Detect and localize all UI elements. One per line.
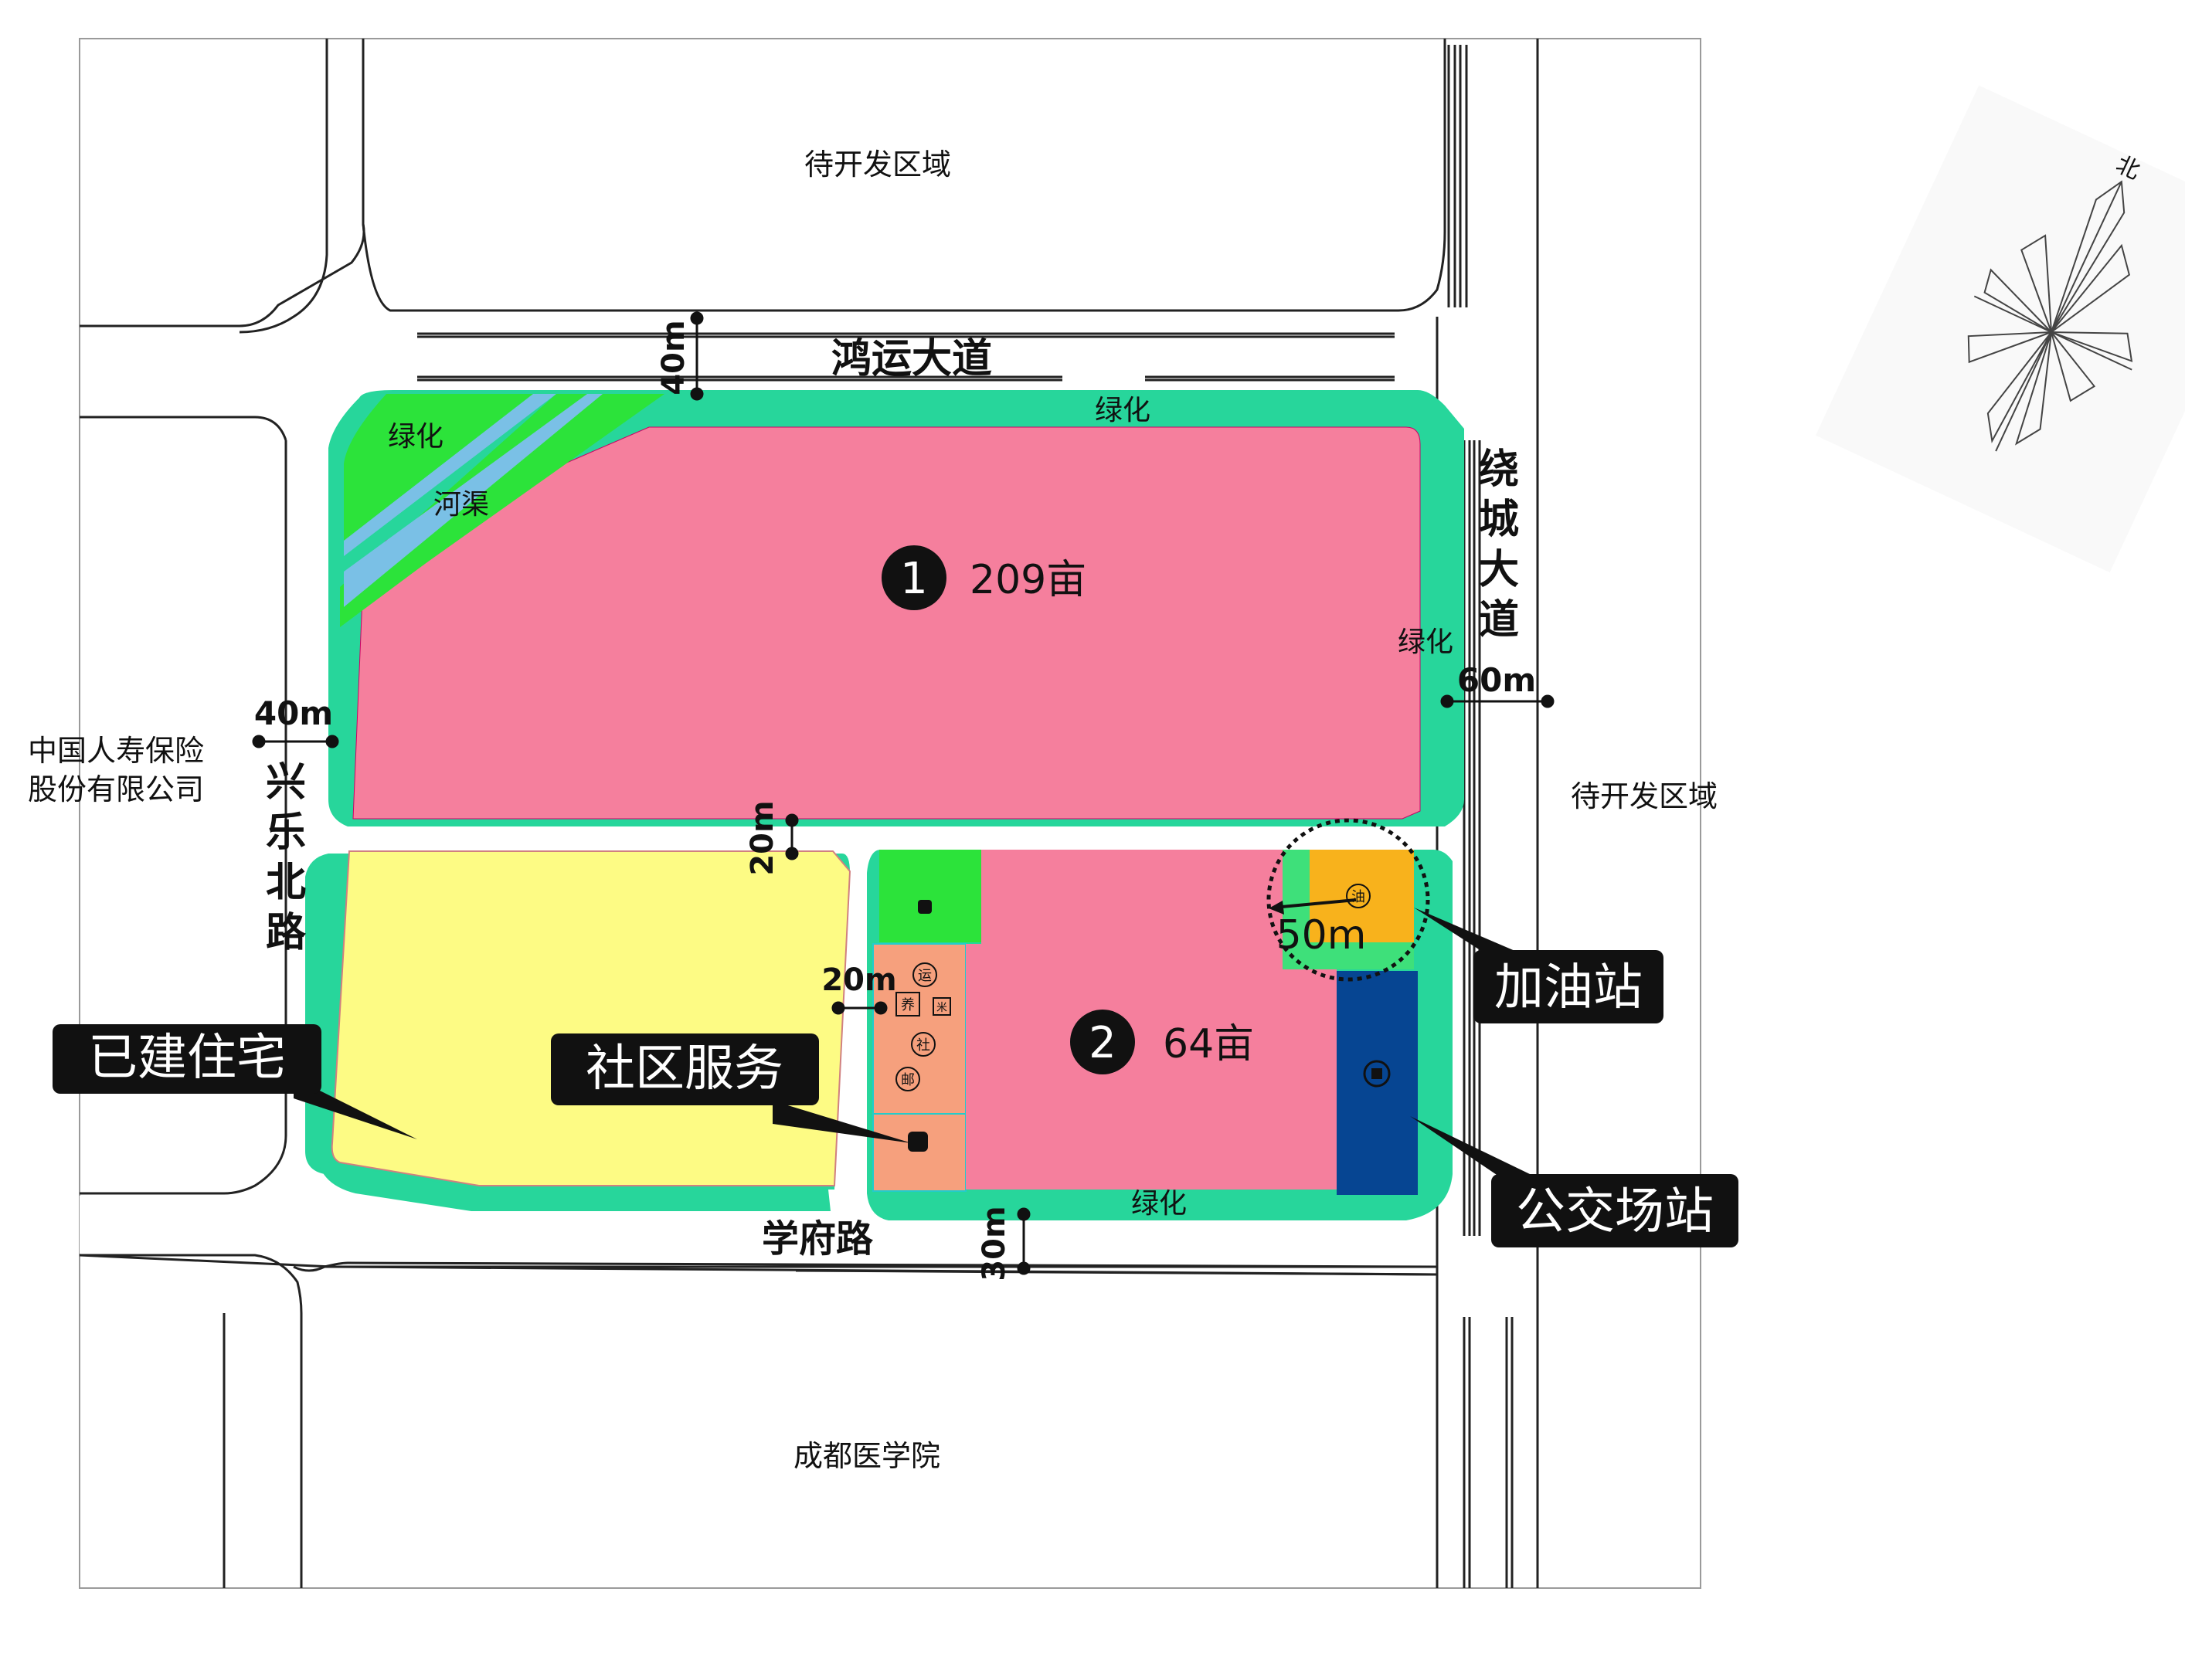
elderly-care-icon: 养	[895, 992, 920, 1016]
south-area-label: 成都医学院	[793, 1439, 940, 1473]
parcel-1-badge	[882, 545, 946, 610]
transport-icon: 运	[912, 962, 937, 987]
gas-pump-icon: 油	[1346, 884, 1371, 908]
gas-radius-label: 50m	[1276, 912, 1367, 959]
north-area-label: 待开发区域	[804, 148, 951, 182]
green-labels: 绿化 绿化 绿化 绿化 河渠	[388, 395, 1453, 1220]
area-labels: 待开发区域 待开发区域 成都医学院 中国人寿保险 股份有限公司	[28, 148, 1718, 1473]
east-road-width: 60m	[1457, 661, 1536, 699]
facility-icons: 运 养 米 社 邮 油	[895, 884, 1391, 1152]
parcel-residential	[305, 850, 851, 1211]
service-icon	[908, 1132, 928, 1152]
road-names: 鸿运大道 学府路 绕 城 大 道 兴 乐 北 路	[266, 336, 1519, 1261]
east-road-char-2: 城	[1479, 497, 1519, 543]
green-n-label: 绿化	[1095, 395, 1150, 426]
west-road-width: 40m	[254, 694, 333, 732]
east-road-char-4: 道	[1479, 597, 1519, 643]
green-s-label: 绿化	[1131, 1188, 1187, 1220]
width-labels: 40m 40m 60m 20m 20m 30m 50m	[254, 320, 1536, 1281]
svg-text:社区服务: 社区服务	[586, 1040, 783, 1098]
svg-text:养: 养	[901, 997, 915, 1013]
west-area-label-line1: 中国人寿保险	[28, 734, 204, 768]
svg-text:1: 1	[900, 554, 928, 604]
callout-residential: 已建住宅	[53, 1024, 321, 1094]
building-icon	[918, 900, 932, 914]
svg-text:邮: 邮	[901, 1072, 915, 1088]
green-e-label: 绿化	[1398, 626, 1453, 658]
rice-icon: 米	[933, 997, 951, 1016]
parcel-2-area: 64亩	[1163, 1021, 1254, 1067]
callout-bus-station: 公交场站	[1491, 1174, 1738, 1247]
community-icon: 社	[911, 1032, 936, 1057]
south-road-width: 30m	[977, 1206, 1012, 1281]
east-road-char-1: 绕	[1479, 446, 1519, 493]
svg-text:已建住宅: 已建住宅	[88, 1030, 286, 1087]
gas-radius	[1266, 818, 1430, 982]
parcel-badges: 1 209亩 2 64亩	[882, 545, 1254, 1074]
svg-text:加油站: 加油站	[1494, 959, 1643, 1016]
parcel-2	[867, 850, 1453, 1220]
west-area-label-line2: 股份有限公司	[28, 772, 204, 806]
dimension-markers	[252, 311, 1555, 1275]
green-nw-label: 绿化	[388, 421, 443, 453]
road-lines	[79, 39, 1539, 1588]
parcel-1-area: 209亩	[970, 557, 1086, 603]
svg-text:2: 2	[1089, 1018, 1116, 1068]
svg-text:社: 社	[916, 1037, 930, 1054]
parcel-2-badge	[1070, 1010, 1135, 1074]
post-office-icon: 邮	[895, 1067, 920, 1091]
west-road-char-2: 乐	[266, 809, 306, 856]
svg-text:米: 米	[936, 1002, 947, 1014]
bus-icon	[1363, 1060, 1391, 1088]
svg-text:公交场站: 公交场站	[1516, 1183, 1714, 1240]
east-area-label: 待开发区域	[1571, 779, 1718, 813]
svg-text:运: 运	[918, 968, 932, 984]
south-road-name: 学府路	[762, 1217, 874, 1261]
west-road-char-4: 路	[266, 910, 307, 956]
north-road-name: 鸿运大道	[831, 336, 992, 382]
canal-label: 河渠	[433, 489, 489, 521]
middle-road-width: 20m	[745, 800, 780, 875]
callout-gas-station: 加油站	[1473, 950, 1663, 1023]
wind-rose: 北	[1815, 85, 2185, 573]
north-road-width: 40m	[656, 320, 692, 395]
parcel-1	[328, 390, 1464, 826]
west-road-char-1: 兴	[266, 759, 306, 806]
inner-road-width: 20m	[821, 962, 896, 998]
east-road-char-3: 大	[1479, 547, 1519, 593]
callout-community: 社区服务	[551, 1033, 819, 1105]
svg-text:油: 油	[1351, 889, 1365, 905]
west-road-char-3: 北	[266, 860, 306, 906]
